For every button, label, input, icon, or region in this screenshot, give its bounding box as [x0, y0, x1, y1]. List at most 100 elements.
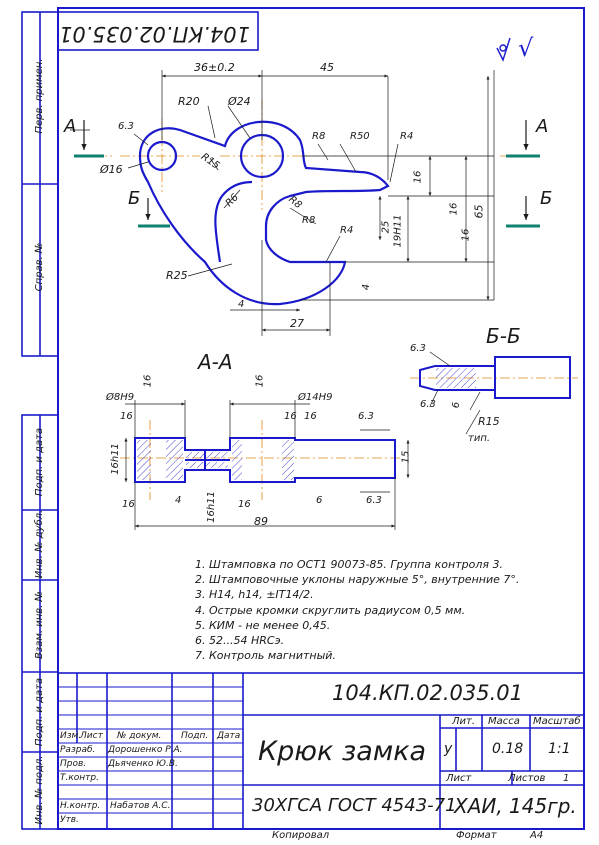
scale-label: Масштаб — [533, 716, 581, 727]
dim-label: R4 — [340, 225, 354, 236]
part-name: Крюк замка — [258, 736, 427, 767]
dim-label: R8 — [312, 131, 326, 142]
note-line: 6. 52...54 HRCэ. — [195, 634, 285, 648]
section-markers — [74, 120, 540, 228]
section-bb-title: Б-Б — [486, 324, 521, 348]
col-list: Лист — [80, 731, 103, 741]
dim-label: R20 — [178, 95, 200, 108]
mark-a-left: А — [64, 116, 77, 137]
dim-label: 36±0.2 — [194, 61, 235, 74]
col-date: Дата — [217, 731, 241, 741]
dim-label: 16 — [412, 170, 424, 184]
dim-label: R8 — [302, 215, 316, 226]
technical-notes: 1. Штамповка по ОСТ1 90073-85. Группа ко… — [195, 557, 519, 663]
code-box — [57, 11, 259, 51]
side-label: Перв. примен. — [34, 58, 45, 134]
dim-label: Ø14H9 — [298, 392, 333, 403]
dim-label: 16 — [122, 499, 135, 510]
side-label: Инв. № подл. — [34, 755, 45, 825]
dim-label: 16 — [142, 374, 154, 388]
row-prov: Пров. — [60, 759, 87, 769]
dim-label: 6.3 — [358, 411, 374, 422]
dim-label: 27 — [290, 317, 304, 330]
dim-label: 16h11 — [205, 491, 217, 523]
prov-name: Дьяченко Ю.В. — [108, 759, 178, 769]
mark-a-right: А — [536, 116, 549, 137]
lit-label: Лит. — [452, 716, 476, 727]
dim-label: Ø8H9 — [106, 392, 135, 403]
dim-label: R25 — [166, 269, 188, 282]
note-line: 7. Контроль магнитный. — [195, 649, 336, 663]
dim-label: 6 — [316, 495, 323, 506]
format-label: Формат — [456, 830, 497, 841]
note-line: 3. Н14, h14, ±IT14/2. — [195, 588, 314, 602]
dim-label: 6.3 — [420, 399, 436, 410]
mark-b-right: Б — [540, 188, 553, 209]
sheets-value: 1 — [563, 773, 570, 784]
doc-code: 104.КП.02.035.01 — [332, 681, 524, 705]
dim-label: Ø24 — [228, 95, 251, 108]
note-line: 5. КИМ - не менее 0,45. — [195, 618, 331, 632]
roughness-symbol: √ — [518, 34, 534, 62]
col-izm: Изм. — [60, 731, 82, 741]
note-line: 2. Штамповочные уклоны наружные 5°, внут… — [195, 573, 520, 587]
organization: ХАИ, 145гр. — [454, 794, 577, 818]
scale-value: 1:1 — [548, 741, 571, 757]
dim-label: тип. — [468, 433, 491, 444]
dim-label: 16 — [120, 411, 133, 422]
dim-label: 16h11 — [109, 443, 121, 475]
dim-label: 4 — [175, 495, 182, 506]
note-line: 4. Острые кромки скруглить радиусом 0,5 … — [195, 603, 466, 617]
side-strip — [21, 11, 59, 830]
dim-label: 4 — [361, 283, 373, 291]
mark-b-left: Б — [128, 188, 141, 209]
dim-label: 16 — [254, 374, 266, 388]
sheets-label: Листов — [508, 773, 546, 784]
dim-label: 16 — [460, 228, 472, 242]
razrab-name: Дорошенко Р.А. — [108, 745, 183, 755]
sheet-label: Лист — [446, 773, 472, 784]
dim-label: R15 — [478, 415, 500, 428]
mass-label: Масса — [488, 716, 520, 727]
dim-label: 15 — [400, 450, 412, 464]
main-view — [70, 70, 540, 336]
section-aa-title: А-А — [198, 350, 233, 374]
dim-label: R50 — [350, 131, 370, 142]
dim-label: 45 — [320, 61, 334, 74]
dim-label: 65 — [472, 204, 486, 219]
doc-code-rotated: 104.КП.02.035.01 — [58, 22, 250, 46]
row-utv: Утв. — [60, 815, 79, 825]
row-tkontr: Т.контр. — [60, 773, 100, 783]
dim-label: 16 — [238, 499, 251, 510]
row-razrab: Разраб. — [60, 745, 96, 755]
dim-label: 6.3 — [118, 121, 134, 132]
material: 30ХГСА ГОСТ 4543-71 — [252, 795, 457, 816]
format-value: А4 — [530, 830, 544, 841]
section-aa — [120, 400, 410, 530]
title-block-grid — [57, 672, 585, 830]
copied-label: Копировал — [272, 830, 330, 841]
dim-label: 19H11 — [392, 214, 404, 248]
col-docnum: № докум. — [117, 731, 162, 741]
side-label: Справ. № — [34, 242, 45, 292]
nkontr-name: Набатов А.С. — [110, 801, 171, 811]
dim-label: Ø16 — [100, 163, 123, 176]
dim-label: 6.3 — [410, 343, 426, 354]
note-line: 1. Штамповка по ОСТ1 90073-85. Группа ко… — [195, 558, 503, 571]
dim-label: 16 — [304, 411, 317, 422]
dim-label: 89 — [254, 515, 268, 528]
lit-value: у — [444, 741, 453, 757]
section-bb — [410, 351, 578, 435]
dim-label: 4 — [238, 299, 245, 310]
dim-label: R4 — [400, 131, 414, 142]
dim-label: 16 — [284, 411, 297, 422]
side-label: Взам. инв. № — [34, 591, 45, 659]
side-label: Подп. и дата — [34, 427, 45, 497]
dim-label: 16 — [448, 202, 460, 216]
mass-value: 0.18 — [492, 741, 524, 757]
row-nkontr: Н.контр. — [60, 801, 101, 811]
dim-label: 25 — [380, 220, 392, 234]
dim-label: 6.3 — [366, 495, 382, 506]
col-sign: Подп. — [181, 731, 209, 741]
